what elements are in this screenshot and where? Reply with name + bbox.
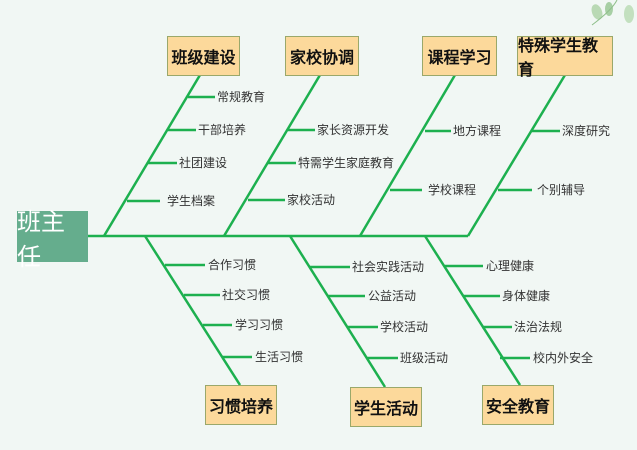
category-box: 习惯培养 [205, 385, 277, 425]
cause-label: 社交习惯 [222, 288, 271, 302]
cause-label: 法治法规 [514, 320, 563, 334]
bone-bottom-2 [288, 235, 387, 388]
bone-top-1 [102, 74, 202, 237]
bone-bottom-1 [143, 235, 242, 386]
category-box: 家校协调 [285, 36, 359, 76]
cause-label: 社会实践活动 [352, 260, 425, 274]
cause-label: 生活习惯 [255, 350, 304, 364]
cause-label: 个别辅导 [537, 183, 586, 197]
category-box: 安全教育 [482, 385, 554, 425]
bone-top-4 [466, 74, 567, 237]
cause-label: 公益活动 [368, 289, 417, 303]
bone-top-2 [222, 74, 322, 237]
bone-top-3 [358, 74, 457, 237]
cause-label: 心理健康 [486, 259, 535, 273]
cause-label: 特需学生家庭教育 [298, 156, 395, 170]
cause-label: 干部培养 [198, 123, 247, 137]
cause-label: 地方课程 [453, 124, 502, 138]
cause-label: 学习习惯 [235, 318, 284, 332]
cause-label: 学校课程 [428, 183, 477, 197]
cause-label: 校内外安全 [533, 351, 594, 365]
fishbone-head: 班主任 [17, 208, 88, 271]
cause-label: 合作习惯 [208, 258, 257, 272]
leaf-decoration-icon [591, 0, 634, 26]
cause-label: 家校活动 [287, 193, 336, 207]
cause-label: 深度研究 [562, 124, 611, 138]
category-box: 课程学习 [422, 36, 497, 76]
cause-label: 常规教育 [217, 90, 266, 104]
cause-label: 社团建设 [179, 156, 228, 170]
cause-label: 家长资源开发 [317, 123, 390, 137]
cause-label: 学校活动 [380, 320, 429, 334]
cause-label: 身体健康 [502, 289, 551, 303]
cause-label: 班级活动 [400, 351, 449, 365]
cause-label: 学生档案 [167, 194, 216, 208]
category-box: 特殊学生教育 [517, 36, 613, 79]
category-box: 班级建设 [167, 36, 240, 76]
bone-bottom-3 [423, 235, 522, 386]
category-box: 学生活动 [350, 387, 422, 427]
